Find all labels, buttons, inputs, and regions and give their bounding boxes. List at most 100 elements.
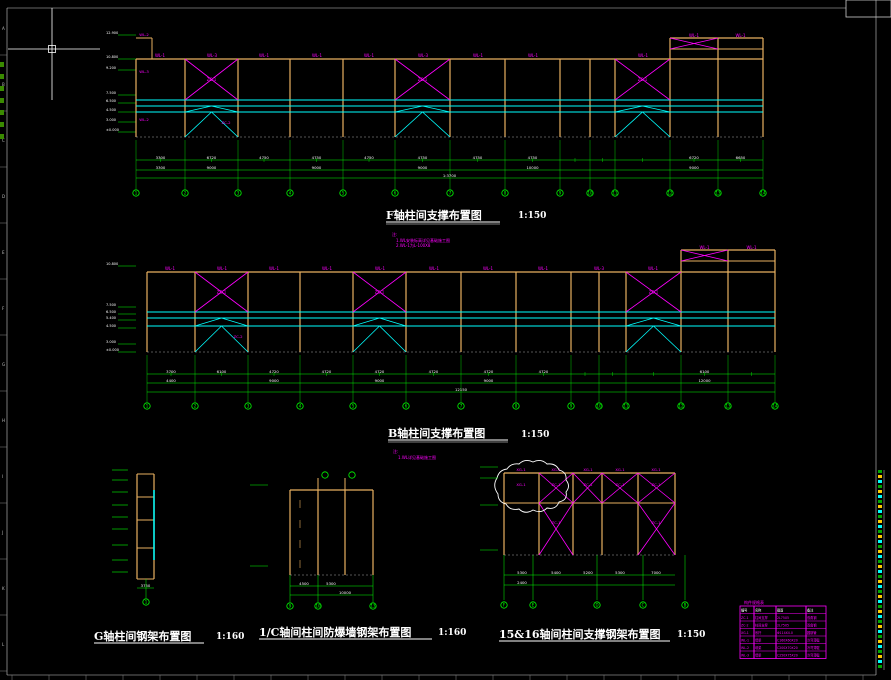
lower-brace: [625, 317, 654, 327]
legend-header-cell: 备注: [807, 608, 814, 613]
axis-number: 11: [612, 191, 618, 196]
left-ruler-letter: I: [2, 474, 3, 479]
lower-brace: [352, 317, 380, 327]
b-note-1: 1.WL详见基础施工图: [398, 454, 436, 460]
dim-text-mid: 9000: [375, 378, 385, 383]
lower-brace: [221, 317, 249, 327]
g-axis-scale: 1:160: [216, 632, 244, 642]
dim-text-top: 6650: [736, 155, 746, 160]
axis-bubble: [714, 189, 722, 197]
lower-brace: [211, 105, 239, 113]
level-text: 9.200: [106, 66, 116, 70]
lower-brace: [422, 111, 451, 138]
dim-text-top: 4720: [484, 369, 494, 374]
legend-cell: ZC-2: [741, 624, 749, 628]
legend-cell: ZC-1: [741, 616, 749, 620]
right-strip-swatch: [878, 645, 882, 648]
r-zc-lower: ZC-1: [651, 520, 661, 525]
f-axis-elevation[interactable]: 12.90010.8009.2007.5006.5004.5003.000±0.…: [106, 31, 767, 197]
lower-brace: [642, 111, 671, 138]
legend-cell: C160X60X20: [777, 639, 798, 643]
r1516-scale: 1:150: [677, 630, 705, 640]
left-ruler-letter: F: [2, 306, 5, 311]
revision-cloud: [494, 459, 569, 513]
lower-brace: [394, 105, 423, 113]
level-text: 7.500: [106, 303, 116, 307]
right-strip-swatch: [878, 470, 882, 473]
left-ruler-swatch: [0, 134, 4, 139]
brace-diagonal: [614, 58, 671, 101]
wall-beam-label: WL-1: [269, 266, 280, 271]
legend-cell: 冷弯薄壁: [807, 653, 821, 658]
c-top-bubble: [348, 471, 356, 479]
axis-number: 6: [394, 191, 397, 196]
r-xg-label: XG-1: [651, 467, 661, 472]
dim-text-top: 6100: [217, 369, 227, 374]
left-ruler-letter: D: [2, 194, 5, 199]
left-label: WL-2: [139, 117, 149, 122]
axis-number: 7: [449, 191, 452, 196]
axis-number: 11: [623, 404, 629, 409]
b-axis-elevation[interactable]: 10.8007.5006.5005.4004.5003.000±0.000WL-…: [106, 245, 779, 410]
f-axis-title: F轴柱间支撑布置图: [386, 208, 482, 222]
level-text: 6.500: [106, 99, 116, 103]
legend-cell: 双角钢: [807, 623, 817, 628]
c-axis-title-group: 1/C轴间柱间防爆墙钢架布置图 1:160: [259, 625, 466, 640]
dim-text-top: 4750: [473, 155, 483, 160]
viewport-frame: [6, 0, 891, 676]
c-axis-bubble: [369, 602, 377, 610]
axis-bubble: [501, 189, 509, 197]
f-axis-scale: 1:150: [518, 211, 546, 221]
r-dim-text: 2400: [517, 580, 527, 585]
right-strip-swatch: [878, 665, 882, 668]
axis-number: 8: [515, 404, 518, 409]
axis-number: 6: [405, 404, 408, 409]
level-text: ±0.000: [106, 128, 119, 132]
r-zc-label: ZC-1: [615, 482, 625, 487]
lower-brace: [379, 317, 407, 327]
axis-number: 14: [760, 191, 766, 196]
dim-text-mid: 3300: [156, 165, 166, 170]
axis-bubble: [296, 402, 304, 410]
right-strip-swatch: [878, 595, 882, 598]
dim-text-top: 6720: [207, 155, 217, 160]
left-ruler-swatch: [0, 62, 4, 67]
lower-brace: [625, 325, 654, 353]
axis-number: 3: [237, 191, 240, 196]
axis-bubble: [244, 402, 252, 410]
level-text: 3.000: [106, 118, 116, 122]
wall-beam-label: WL-1: [538, 266, 549, 271]
right-strip-swatch: [878, 570, 882, 573]
right-strip-swatch: [878, 610, 882, 613]
dim-text-top: 4720: [322, 369, 332, 374]
brace-label: ZC-1: [638, 77, 648, 82]
axis-number: 4: [299, 404, 302, 409]
legend-cell: 系杆: [755, 630, 762, 635]
axis-number: 10: [596, 404, 602, 409]
axis-number: 13: [370, 604, 376, 609]
right-strip-swatch: [878, 650, 882, 653]
brace-label: ZC-1: [217, 290, 227, 295]
right-strip-swatch: [878, 625, 882, 628]
right-strip-swatch: [878, 540, 882, 543]
f-note-2: 2.WL-1为L-100X8: [396, 242, 431, 248]
r-zc-label: ZC-1: [651, 482, 661, 487]
right-strip-swatch: [878, 615, 882, 618]
dim-text-mid: 9000: [484, 378, 494, 383]
axis-number: 10: [587, 191, 593, 196]
b-axis-notes: 注: 1.WL详见基础施工图: [393, 448, 436, 460]
r-axis-bubble: [500, 601, 508, 609]
brace-diagonal: [194, 271, 249, 313]
right-strip-swatch: [878, 655, 882, 658]
legend-cell: 圆钢管: [807, 630, 817, 635]
left-parapet-label: WL-2: [139, 32, 149, 37]
lower-brace: [614, 105, 643, 113]
legend-title: 构件规格表: [744, 599, 764, 605]
legend-header-cell: 名称: [755, 608, 762, 613]
